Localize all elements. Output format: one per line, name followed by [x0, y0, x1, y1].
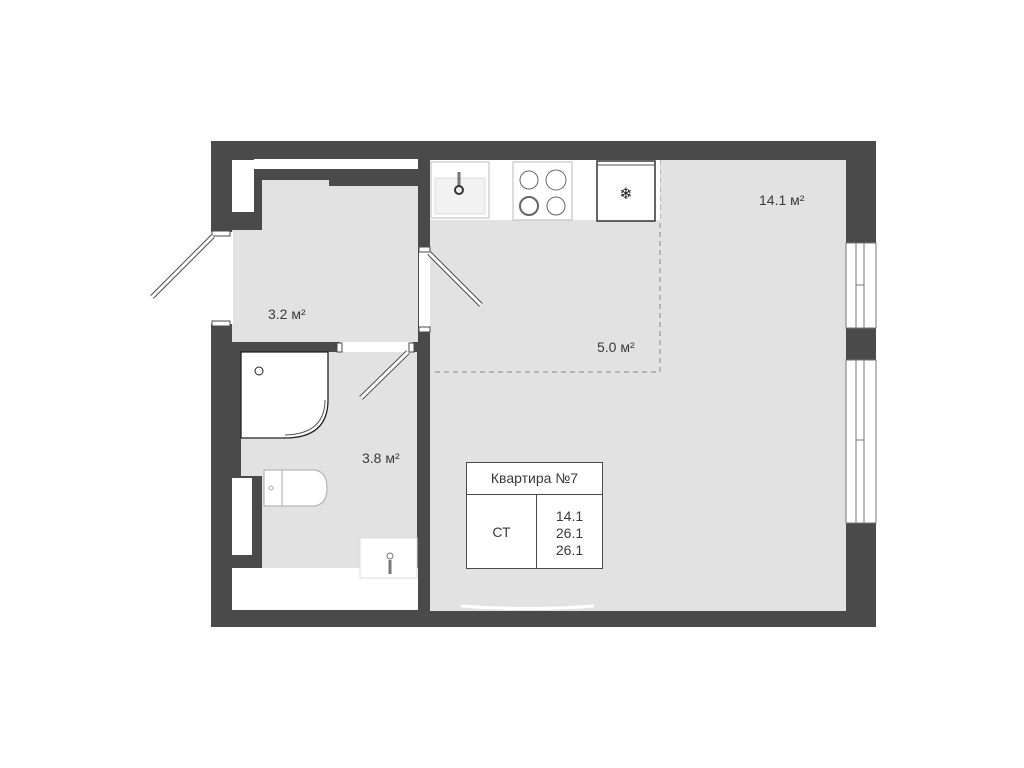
apartment-areas: 14.1 26.1 26.1 [537, 495, 602, 569]
living-area-value: 14.1 [555, 507, 584, 524]
room-area-hallway: 3.2 м² [268, 306, 306, 322]
apartment-info-table: Квартира №7 СТ 14.1 26.1 26.1 [466, 462, 603, 569]
room-area-living: 14.1 м² [759, 192, 805, 208]
total-area-with-balcony-value: 26.1 [555, 541, 584, 558]
svg-text:❄: ❄ [619, 184, 632, 203]
door-sill [460, 604, 595, 610]
apartment-type: СТ [467, 495, 537, 569]
hallway-floor [232, 180, 418, 342]
windows [845, 242, 877, 524]
window-upper [845, 242, 877, 329]
toilet-icon [263, 469, 328, 507]
stove-icon [512, 161, 573, 221]
kitchen-sink-icon [430, 161, 490, 219]
room-area-kitchen: 5.0 м² [597, 339, 635, 355]
window-lower [845, 359, 877, 524]
fridge-icon: ❄ [596, 160, 656, 222]
bathroom-door [336, 342, 415, 400]
apartment-title: Квартира №7 [467, 463, 602, 495]
niches [232, 159, 418, 610]
bathroom-fixtures [240, 351, 418, 579]
entrance-door [150, 230, 233, 327]
living-door [418, 246, 483, 333]
kitchen-zone-boundary [432, 160, 661, 373]
room-area-bathroom: 3.8 м² [362, 450, 400, 466]
washbasin-icon [359, 537, 418, 579]
total-area-value: 26.1 [555, 524, 584, 541]
kitchen-fixtures: ❄ [430, 160, 660, 222]
shower-cabin-icon [240, 351, 329, 439]
